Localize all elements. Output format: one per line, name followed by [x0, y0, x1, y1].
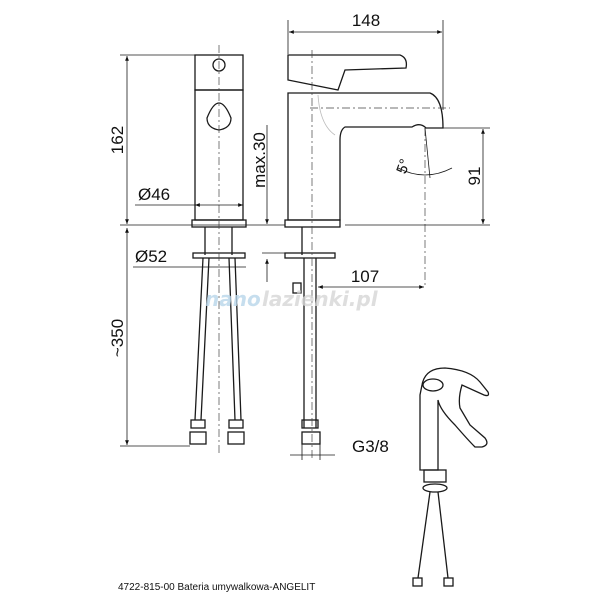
dimension-148: 148 [352, 11, 380, 30]
dimension-91: 91 [465, 167, 484, 186]
dimension-g38: G3/8 [352, 437, 389, 456]
dimension-diameter-52: Ø52 [135, 247, 167, 266]
drawing-caption: 4722-815-00 Bateria umywalkowa-ANGELIT [118, 582, 316, 593]
dimension-107: 107 [351, 267, 379, 286]
front-view [189, 45, 247, 455]
svg-text:lazienki.pl: lazienki.pl [262, 287, 379, 311]
dimensions: 162 ~350 Ø46 Ø52 max.30 148 91 5° 107 G3… [108, 11, 490, 460]
side-view [284, 50, 450, 460]
watermark: nano lazienki.pl [205, 287, 379, 311]
dimension-angle-5: 5° [393, 157, 414, 176]
dimension-162: 162 [108, 126, 127, 154]
dimension-max-30: max.30 [250, 132, 269, 188]
svg-text:nano: nano [205, 287, 261, 311]
dimension-350: ~350 [108, 319, 127, 357]
product-photo [412, 367, 490, 587]
dimension-diameter-46: Ø46 [138, 185, 170, 204]
